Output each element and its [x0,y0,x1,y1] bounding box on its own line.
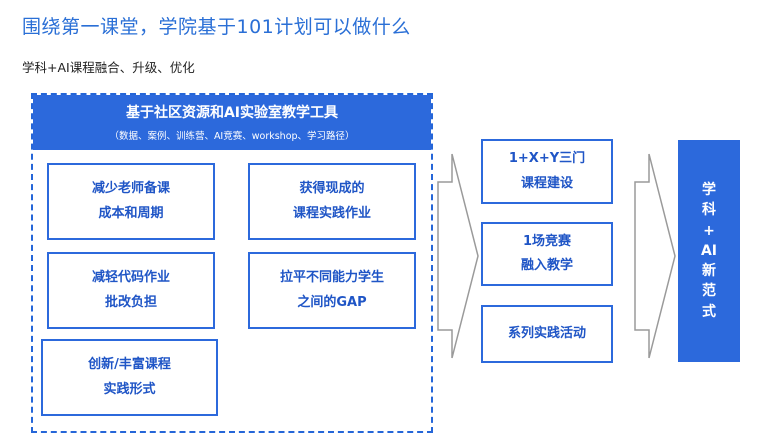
box-line: 系列实践活动 [507,325,586,341]
middle-box-activities: 系列实践活动 [481,305,613,363]
benefit-box-reduce-grading: 减轻代码作业 批改负担 [47,252,215,329]
box-line: 之间的GAP [297,294,367,310]
page-title: 围绕第一课堂，学院基于101计划可以做什么 [22,16,411,38]
box-line: 获得现成的 [299,181,365,197]
box-line: 减少老师备课 [91,181,170,197]
box-line: 课程实践作业 [292,205,371,221]
middle-box-course-build: 1+X+Y三门 课程建设 [481,139,613,204]
tools-panel: 基于社区资源和AI实验室教学工具 （数据、案例、训练营、AI竞赛、worksho… [31,93,433,433]
result-box-new-paradigm: 学 科 + AI 新 范 式 [678,140,740,362]
tools-panel-subtitle: （数据、案例、训练营、AI竞赛、workshop、学习路径） [109,131,355,142]
tools-panel-title: 基于社区资源和AI实验室教学工具 [125,105,339,121]
box-line: 课程建设 [520,175,573,191]
box-line: 实践形式 [103,381,156,397]
result-char: 科 [702,202,716,219]
box-line: 拉平不同能力学生 [279,270,384,286]
benefit-box-close-gap: 拉平不同能力学生 之间的GAP [248,252,416,329]
tools-panel-header: 基于社区资源和AI实验室教学工具 （数据、案例、训练营、AI竞赛、worksho… [33,95,431,150]
benefit-box-ready-assignments: 获得现成的 课程实践作业 [248,163,416,240]
result-char: 范 [702,283,716,300]
middle-box-competition: 1场竞赛 融入教学 [481,222,613,286]
box-line: 1场竞赛 [522,233,572,249]
result-char: 学 [702,181,716,198]
arrow-right-icon [437,153,479,359]
box-line: 融入教学 [520,258,573,273]
result-char: + [703,222,715,239]
box-line: 减轻代码作业 [91,270,170,286]
result-char: 式 [702,303,716,320]
benefit-box-reduce-prep: 减少老师备课 成本和周期 [47,163,215,240]
box-line: 批改负担 [104,294,157,310]
arrow-right-icon [634,153,676,359]
result-char: 新 [702,263,716,280]
box-line: 1+X+Y三门 [508,151,586,167]
box-line: 成本和周期 [98,205,164,221]
benefit-box-innovate-practice: 创新/丰富课程 实践形式 [41,339,218,416]
page-subtitle: 学科+AI课程融合、升级、优化 [22,60,195,75]
result-char: AI [700,242,718,259]
box-line: 创新/丰富课程 [88,357,171,373]
